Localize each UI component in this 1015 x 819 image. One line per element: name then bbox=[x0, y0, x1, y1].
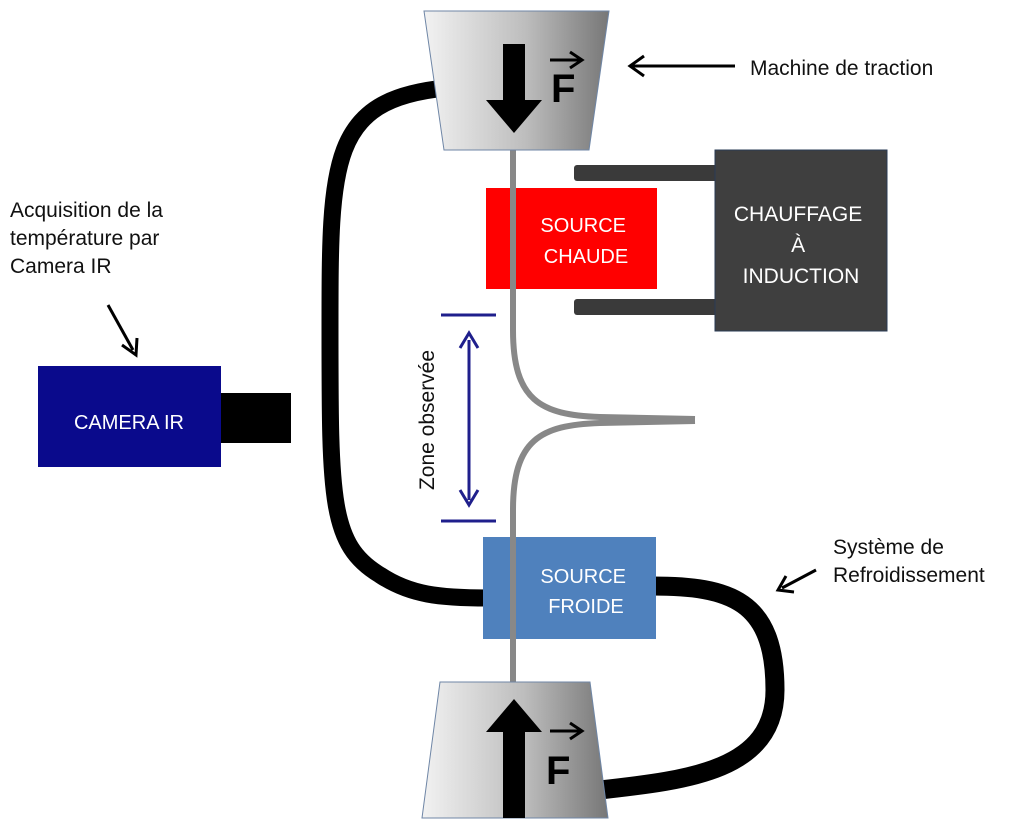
chauffage-line3: INDUCTION bbox=[743, 265, 860, 288]
force-arrow-up-icon bbox=[486, 699, 542, 818]
left-cable bbox=[321, 79, 497, 607]
zone-observee-label: Zone observée bbox=[416, 350, 439, 490]
zone-arrow-up-icon bbox=[458, 330, 480, 349]
acquisition-label: Acquisition de la température par Camera… bbox=[10, 198, 163, 280]
specimen-lower bbox=[510, 418, 696, 740]
acquisition-line1: Acquisition de la bbox=[10, 199, 163, 222]
camera-pointer-arrow-icon bbox=[106, 304, 139, 358]
right-cable bbox=[590, 576, 785, 800]
svg-text:CHAUFFAGE À INDUCTION: CHAUFFAGE À INDUCTION bbox=[734, 203, 868, 288]
source-froide-line1: SOURCE bbox=[540, 566, 626, 588]
camera-label: CAMERA IR bbox=[74, 412, 184, 434]
force-label-bottom: F bbox=[546, 749, 570, 793]
force-label-top: F bbox=[551, 67, 575, 111]
chauffage-induction-box bbox=[714, 149, 888, 332]
source-froide-line2: FROIDE bbox=[548, 596, 624, 618]
refroidissement-line1: Système de bbox=[833, 536, 944, 559]
refroidissement-label: Système de Refroidissement bbox=[833, 535, 985, 589]
source-chaude-line2: CHAUDE bbox=[544, 246, 628, 268]
zone-arrow-down-icon bbox=[458, 489, 480, 508]
machine-de-traction-label: Machine de traction bbox=[750, 57, 934, 80]
induction-coil-bottom bbox=[574, 299, 719, 315]
chauffage-line2: À bbox=[791, 234, 805, 257]
vector-arrow-top-icon bbox=[550, 50, 585, 70]
source-froide-box bbox=[483, 537, 656, 639]
acquisition-line3: Camera IR bbox=[10, 255, 112, 278]
induction-coil-top bbox=[574, 165, 719, 181]
camera-body bbox=[38, 366, 221, 467]
cooling-pointer-arrow-icon bbox=[775, 568, 817, 594]
force-arrow-down-icon bbox=[486, 44, 542, 133]
svg-text:SOURCE CHAUDE: SOURCE CHAUDE bbox=[540, 215, 631, 268]
refroidissement-line2: Refroidissement bbox=[833, 564, 985, 587]
vector-arrow-bottom-icon bbox=[550, 721, 585, 741]
chauffage-line1: CHAUFFAGE bbox=[734, 203, 862, 226]
acquisition-line2: température par bbox=[10, 227, 160, 250]
machine-pointer-arrow-icon bbox=[627, 54, 735, 78]
svg-text:SOURCE FROIDE: SOURCE FROIDE bbox=[540, 566, 631, 618]
specimen-upper bbox=[510, 90, 696, 422]
source-chaude-line1: SOURCE bbox=[540, 215, 626, 237]
camera-lens bbox=[221, 393, 291, 443]
